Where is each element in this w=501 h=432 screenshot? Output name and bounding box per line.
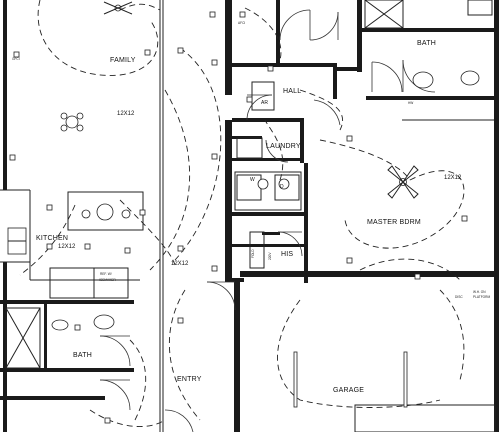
icemaker-label: ICEMAKER [99, 278, 116, 282]
dimension-labels: 12X12 12X12 12X12 12X12 [58, 111, 462, 267]
door-swings [99, 9, 436, 432]
bath-sink-top [412, 71, 434, 89]
afci-label-1: AFCI [238, 21, 245, 25]
ref-label: REF. W/ [100, 272, 112, 276]
room-label-laundry: LAUNDRY [266, 143, 301, 150]
bath-sink [93, 314, 115, 330]
room-label-bath-top: BATH [417, 40, 436, 47]
room-label-entry: ENTRY [177, 376, 202, 383]
toilet-top [460, 70, 480, 86]
ceiling-fan-family [103, 1, 133, 15]
room-label-his: HIS [281, 251, 293, 258]
washer-label: W [250, 177, 255, 183]
fold-label: FOLD [251, 249, 255, 258]
platform-label: PLATFORM [473, 295, 490, 299]
toilet-left [51, 319, 69, 331]
hw-label: HW [408, 101, 413, 105]
light-fixture-family [60, 112, 84, 132]
gfci-label-1: GFCI [12, 57, 20, 61]
v220-label: 220V [268, 252, 272, 260]
dim-kitchen: 12X12 [58, 244, 76, 250]
light-fixture-kitchen [81, 203, 131, 221]
room-label-bath-left: BATH [73, 352, 92, 359]
annotations: REF. W/ ICEMAKER AR W D FOLD PLATFORM W.… [12, 21, 490, 299]
room-labels: FAMILY KITCHEN HALL LAUNDRY BATH BATH MA… [36, 40, 436, 394]
room-label-hall: HALL [283, 88, 301, 95]
ceiling-fan-master [387, 165, 419, 199]
ar-label: AR [261, 100, 268, 106]
fixtures [5, 0, 480, 424]
room-label-family: FAMILY [110, 57, 136, 64]
room-label-master: MASTER BDRM [367, 219, 421, 226]
wh-label: W.H. ON [473, 290, 486, 294]
room-label-garage: GARAGE [333, 387, 364, 394]
circuit-runs [19, 0, 465, 428]
disc-label: DISC [455, 295, 463, 299]
dim-family: 12X12 [117, 111, 135, 117]
dryer-label: D [280, 184, 284, 190]
dim-master: 12X12 [444, 175, 462, 181]
room-label-kitchen: KITCHEN [36, 235, 68, 242]
dim-dining: 12X12 [171, 261, 189, 267]
